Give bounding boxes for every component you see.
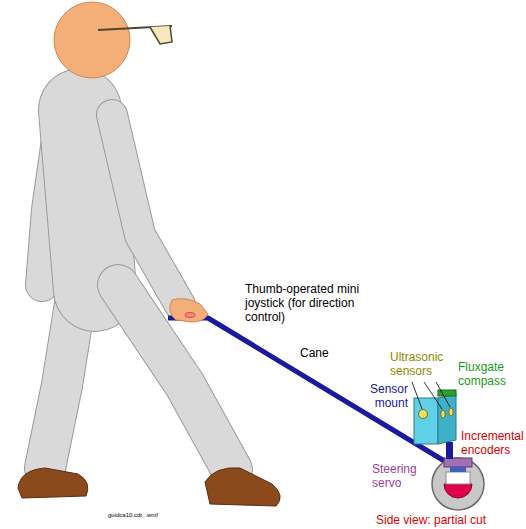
view-caption: Side view: partial cut xyxy=(376,513,486,527)
sensor-box-front xyxy=(414,398,438,444)
cane xyxy=(168,318,446,462)
steering-servo xyxy=(444,458,472,467)
front-arm-fill xyxy=(112,115,180,305)
leader-line xyxy=(412,382,450,409)
hand xyxy=(170,299,208,322)
front-leg-fill xyxy=(118,285,232,470)
torso-fill xyxy=(80,110,95,290)
file-note: guidca10.cdr, .wmf xyxy=(108,512,158,519)
mount-label: Sensor mount xyxy=(362,382,408,410)
sensor-mount xyxy=(446,442,453,459)
torso xyxy=(80,110,95,290)
ultrasonic-sensor xyxy=(449,408,453,416)
sensor-label: Ultrasonic sensors xyxy=(390,350,450,378)
ultrasonic-sensor xyxy=(441,410,445,418)
ultrasonic-sensor xyxy=(419,410,428,419)
servo-shaft xyxy=(450,467,466,472)
encoder-wheel-cut xyxy=(444,484,472,498)
joystick-label: Thumb-operated mini joystick (for direct… xyxy=(245,282,377,324)
back-foot xyxy=(18,468,88,498)
mini-joystick xyxy=(185,313,195,318)
front-arm xyxy=(112,115,180,305)
glasses-lens xyxy=(150,26,172,44)
front-foot xyxy=(205,468,280,506)
wheel xyxy=(432,458,484,510)
wheel-axle-housing xyxy=(446,472,470,484)
head xyxy=(54,2,130,78)
cane-label: Cane xyxy=(300,346,340,360)
compass-label: Fluxgate compass xyxy=(458,360,518,388)
front-leg xyxy=(118,285,232,470)
encoder-label: Incremental encoders xyxy=(461,429,523,457)
servo-label: Steering servo xyxy=(372,462,428,490)
